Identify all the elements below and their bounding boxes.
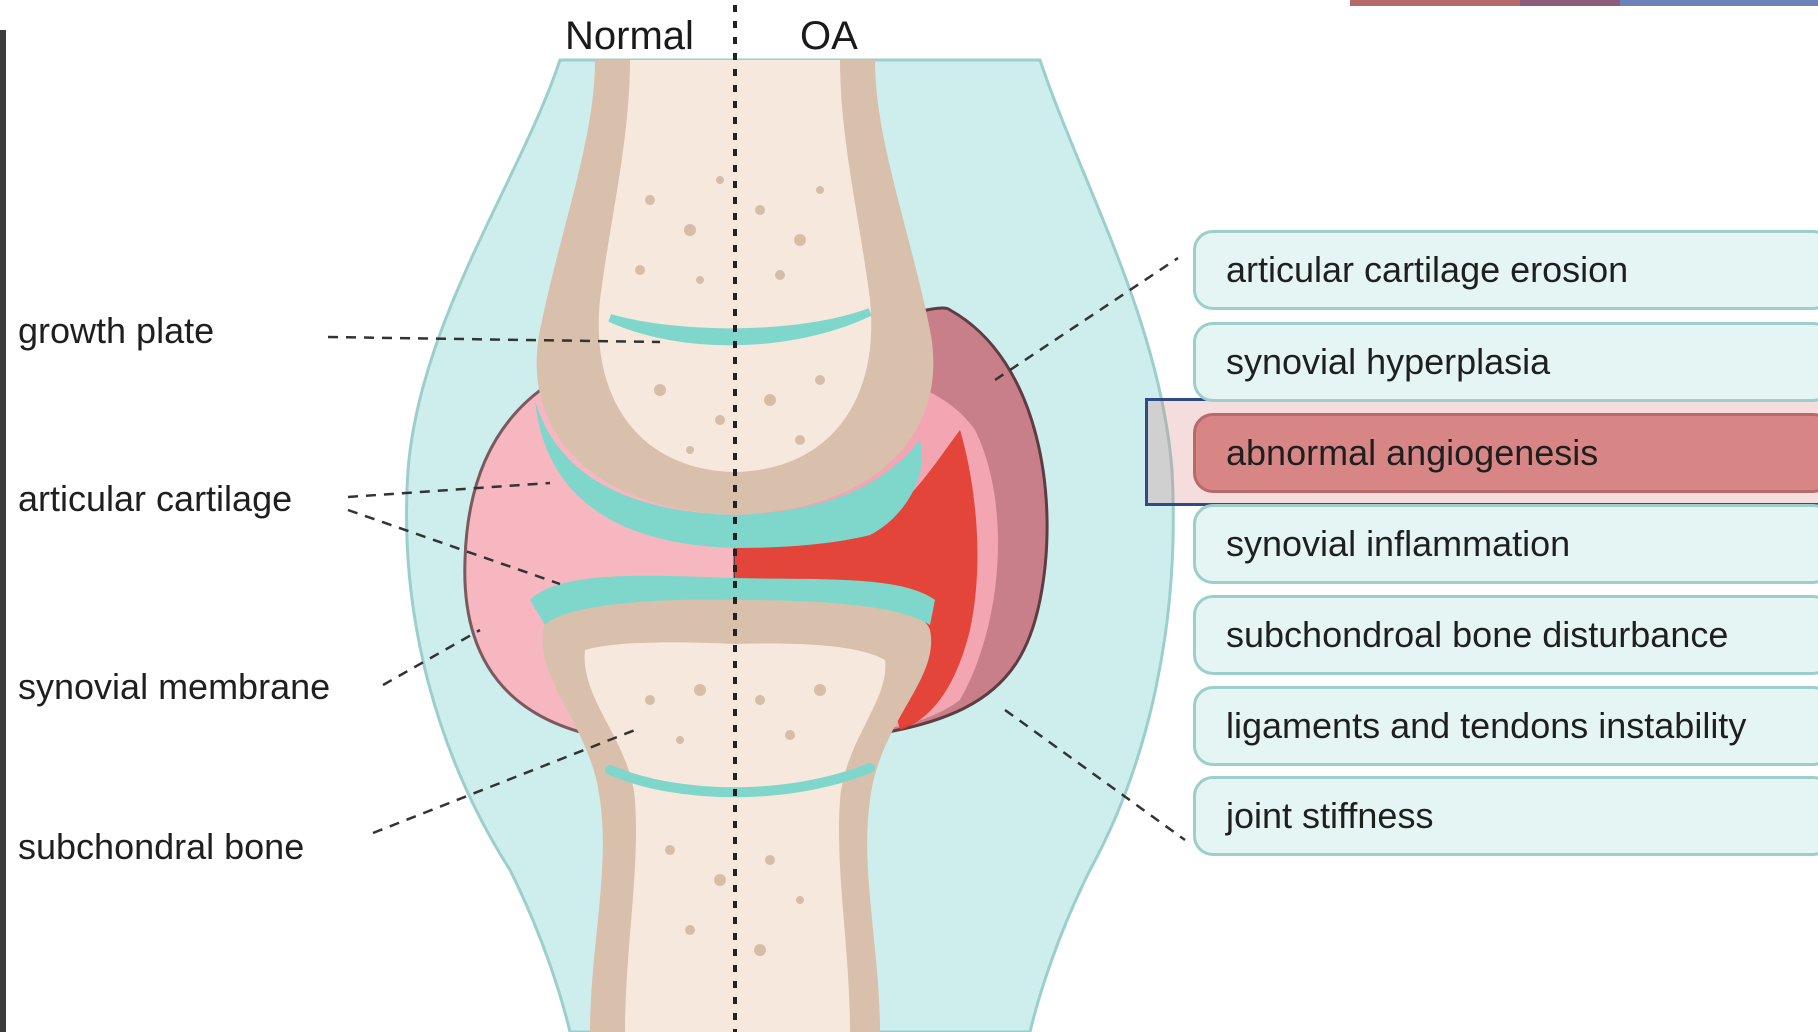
effect-abnormal-angiogenesis: abnormal angiogenesis: [1193, 413, 1818, 493]
effect-ligaments-tendons-instability: ligaments and tendons instability: [1193, 686, 1818, 766]
effect-synovial-inflammation: synovial inflammation: [1193, 504, 1818, 584]
label-growth-plate: growth plate: [18, 310, 214, 352]
header-normal: Normal: [565, 14, 694, 59]
label-synovial-membrane: synovial membrane: [18, 666, 330, 708]
effect-joint-stiffness: joint stiffness: [1193, 776, 1818, 856]
effect-subchondroal-bone-disturbance: subchondroal bone disturbance: [1193, 595, 1818, 675]
label-articular-cartilage: articular cartilage: [18, 478, 292, 520]
effect-synovial-hyperplasia: synovial hyperplasia: [1193, 322, 1818, 402]
header-oa: OA: [800, 14, 858, 59]
label-subchondral-bone: subchondral bone: [18, 826, 304, 868]
effect-articular-cartilage-erosion: articular cartilage erosion: [1193, 230, 1818, 310]
